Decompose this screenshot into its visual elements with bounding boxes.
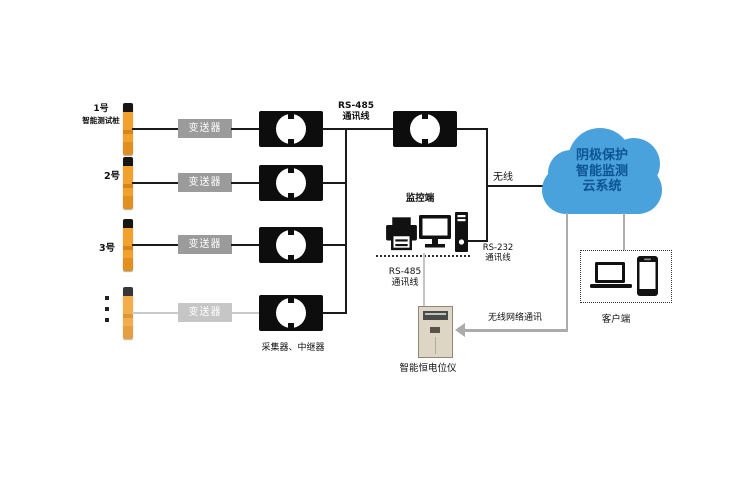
rs232-label: RS-232 通讯线 [477, 243, 519, 263]
collector-notch [288, 298, 294, 303]
collector-device-4 [259, 295, 323, 331]
wire-cloud-client [623, 213, 625, 251]
transmitter-box-3: 变送器 [178, 235, 232, 254]
cloud-icon [542, 166, 662, 214]
rs232-line2: 通讯线 [485, 253, 511, 263]
rs485-bottom-line1: RS-485 [388, 267, 422, 277]
collector-notch [422, 139, 428, 144]
wire-pile1-transmitter [132, 128, 178, 130]
wireless-label: 无线 [493, 172, 513, 183]
collector-notch [288, 139, 294, 144]
collector-notch [288, 323, 294, 328]
cabinet-display [423, 311, 448, 320]
potentiostat-cabinet-icon [418, 306, 453, 358]
wire-transmitter2-collector [231, 182, 259, 184]
transmitter-box-2: 变送器 [178, 173, 232, 192]
collector-notch [288, 255, 294, 260]
desktop-computer-icon [419, 212, 468, 252]
wire-repeater-riser [457, 128, 488, 130]
wire-bus-repeater [347, 128, 393, 130]
wire-computer-cabinet [423, 253, 425, 307]
cloud-title-line3: 云系统 [582, 179, 622, 194]
collector-device-3 [259, 227, 323, 263]
cloud-system: 阴极保护 智能监测 云系统 [542, 126, 664, 216]
test-pile-icon [123, 103, 133, 155]
wire-collector1-bus [322, 128, 347, 130]
smartphone-icon [637, 256, 658, 296]
collector-notch [422, 114, 428, 119]
wire-collector4-bus [322, 312, 347, 314]
pile-2-label: 2号 [103, 171, 121, 182]
collector-notch [288, 230, 294, 235]
riser-line [486, 128, 488, 242]
cabinet-handle [430, 327, 440, 333]
collector-notch [288, 114, 294, 119]
collector-device-2 [259, 165, 323, 201]
pile-1-number: 1号 [93, 104, 109, 114]
repeater-device [393, 111, 457, 147]
wire-pile4-transmitter [132, 312, 178, 314]
rs485-bus-line [345, 128, 347, 314]
wire-transmitter1-collector [231, 128, 259, 130]
wire-cloud-down-left [566, 213, 568, 330]
transmitter-box-4: 变送器 [178, 303, 232, 322]
wireless-network-label: 无线网络通讯 [487, 313, 542, 323]
wire-riser-cloud [488, 185, 543, 187]
pile-3-label: 3号 [98, 243, 116, 254]
collector-notch [288, 193, 294, 198]
rs485-top-line2: 通讯线 [342, 112, 370, 122]
wire-transmitter4-collector [231, 312, 259, 314]
collector-device-1 [259, 111, 323, 147]
test-pile-icon [123, 157, 133, 209]
cabinet-seam [435, 337, 436, 354]
test-pile-icon [123, 287, 133, 339]
collector-group-label: 采集器、中继器 [261, 343, 325, 353]
collector-notch [288, 168, 294, 173]
pile-1-label: 1号 智能测试桩 [78, 104, 124, 126]
wire-pile2-transmitter [132, 182, 178, 184]
rs485-top-line1: RS-485 [338, 101, 374, 111]
monitor-terminal-label: 监控端 [405, 193, 435, 204]
rs485-bottom-line2: 通讯线 [391, 278, 419, 288]
test-pile-icon [123, 219, 133, 271]
cabinet-label: 智能恒电位仪 [399, 363, 457, 374]
wire-riser-computer [466, 240, 488, 242]
arrowhead-to-cabinet [455, 323, 465, 337]
cloud-title-line1: 阴极保护 [575, 148, 628, 163]
rs485-bottom-label: RS-485 通讯线 [385, 267, 425, 289]
printer-icon [386, 217, 417, 251]
ellipsis-more-piles [105, 296, 109, 329]
client-label: 客户端 [601, 314, 631, 325]
wire-cloud-cabinet [464, 329, 568, 332]
wire-transmitter3-collector [231, 244, 259, 246]
laptop-icon [590, 262, 632, 288]
rs485-top-label: RS-485 通讯线 [329, 101, 383, 123]
transmitter-box-1: 变送器 [178, 119, 232, 138]
wire-collector3-bus [322, 244, 347, 246]
cloud-title-line2: 智能监测 [575, 163, 628, 179]
pile-1-sublabel: 智能测试桩 [82, 116, 120, 125]
cloud-title: 阴极保护 智能监测 云系统 [542, 148, 662, 195]
rs232-line1: RS-232 [482, 243, 514, 253]
wire-collector2-bus [322, 182, 347, 184]
client-devices-box [580, 250, 672, 303]
wire-pile3-transmitter [132, 244, 178, 246]
